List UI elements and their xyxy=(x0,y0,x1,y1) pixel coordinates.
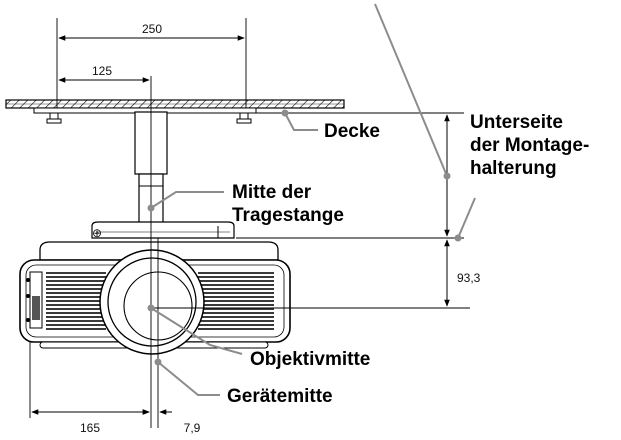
callout-mount-underside-line-2: der Montage- xyxy=(470,135,589,156)
dimension-165-label: 165 xyxy=(80,421,100,435)
callout-unit-center: Gerätemitte xyxy=(227,386,333,407)
callout-lens-center: Objektivmitte xyxy=(250,349,370,370)
dimension-93-3: 93,3 xyxy=(444,239,481,307)
callout-pole-center-line-1: Mitte der xyxy=(232,182,312,203)
dimension-93-3-label: 93,3 xyxy=(457,271,481,285)
callout-mount-underside-line-3: halterung xyxy=(470,158,557,179)
callout-pole-center: Mitte der Tragestange xyxy=(232,182,344,226)
leader-dots xyxy=(147,109,462,366)
mount-bolt-left xyxy=(46,112,62,124)
callout-mount-underside-line-1: Unterseite xyxy=(470,112,563,133)
dimension-7-9-label: 7,9 xyxy=(184,421,201,435)
bracket-symbol-icon: ⊕ xyxy=(92,226,102,240)
callout-ceiling: Decke xyxy=(324,121,380,142)
vent-grille-left xyxy=(46,270,106,330)
dimension-165: 165 xyxy=(29,342,150,435)
dimension-125-label: 125 xyxy=(92,64,112,78)
mount-bolt-right xyxy=(236,112,252,124)
mount-bracket: ⊕ xyxy=(91,221,235,240)
callout-pole-center-line-2: Tragestange xyxy=(232,205,344,226)
dimension-7-9: 7,9 xyxy=(136,409,201,435)
leader-lines xyxy=(150,3,476,396)
callout-mount-underside: Unterseite der Montage- halterung xyxy=(470,112,589,179)
dimension-250-label: 250 xyxy=(142,22,162,36)
vent-grille-right xyxy=(198,270,274,330)
dimension-125: 125 xyxy=(58,64,150,83)
projector-lens xyxy=(99,249,205,355)
dimension-250: 250 xyxy=(56,18,247,108)
